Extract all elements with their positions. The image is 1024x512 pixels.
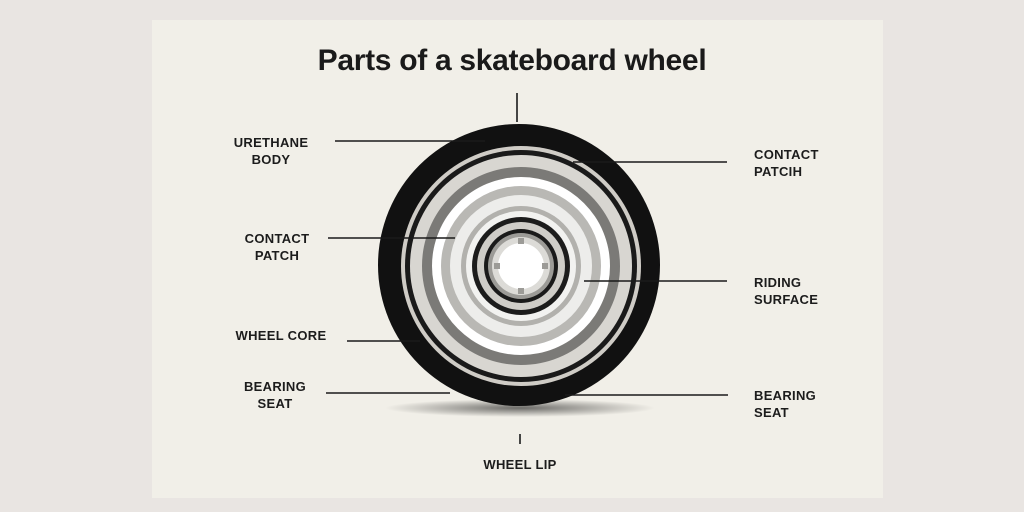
label-contact-patch-left: CONTACT PATCH xyxy=(244,231,310,263)
page-title: Parts of a skateboard wheel xyxy=(317,44,707,77)
label-urethane-body: URETHANE BODY xyxy=(233,135,309,167)
label-contact-patch-right: CONTACT PATCIH xyxy=(754,147,819,179)
label-wheel-lip: WHEEL LIP xyxy=(483,457,557,472)
leader-lines xyxy=(326,93,728,444)
label-bearing-seat-left: BEARING SEAT xyxy=(243,379,307,411)
label-riding-surface: RIDING SURFACE xyxy=(754,275,819,307)
bearing-notches xyxy=(494,238,548,294)
label-bearing-seat-right: BEARING SEAT xyxy=(754,388,817,420)
wheel-shadow xyxy=(385,399,655,417)
label-wheel-core: WHEEL CORE xyxy=(235,328,327,343)
wheel xyxy=(378,124,660,406)
